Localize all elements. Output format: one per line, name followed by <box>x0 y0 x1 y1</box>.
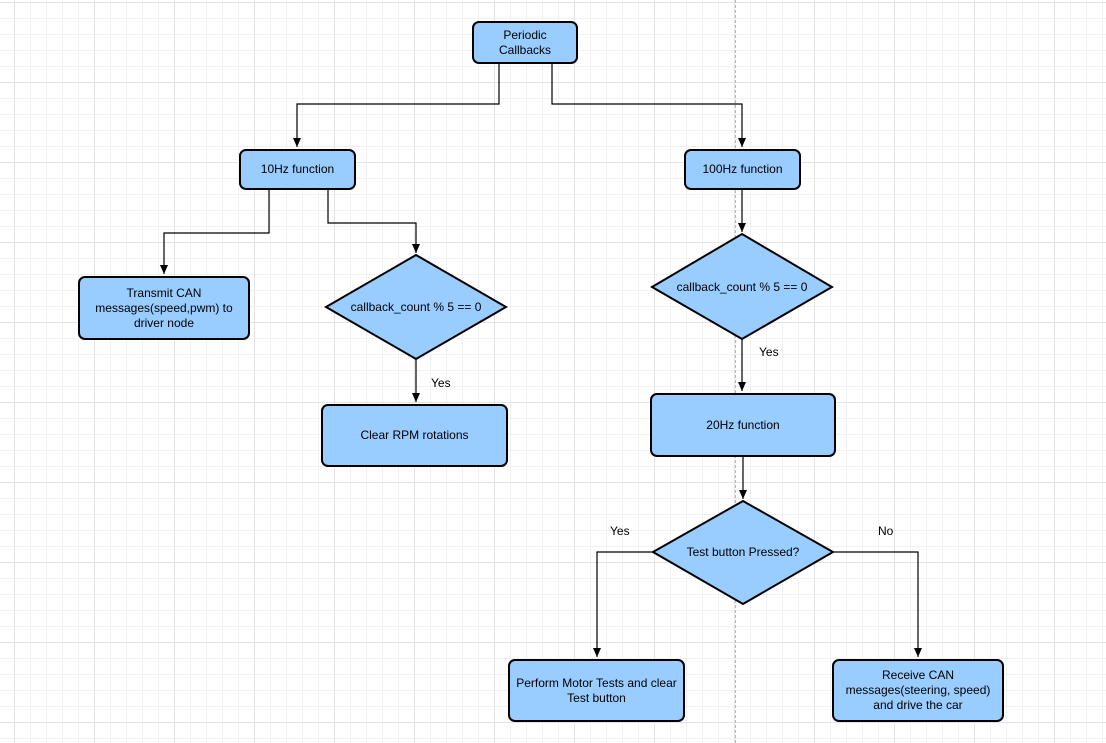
motor-tests-node[interactable]: Perform Motor Tests and clear Test butto… <box>508 659 685 722</box>
edge-10hz-to-decision <box>327 190 420 253</box>
100hz-function-node[interactable]: 100Hz function <box>684 149 801 190</box>
edge-label-no-test: No <box>878 524 894 538</box>
receive-can-node[interactable]: Receive CAN messages(steering, speed) an… <box>832 659 1004 722</box>
edge-periodic-to-10hz <box>293 64 500 147</box>
edge-10hz-to-transmit <box>160 190 270 274</box>
edge-periodic-to-100hz <box>551 64 746 147</box>
edge-test-no-to-receive <box>833 551 922 657</box>
edge-label-yes-20hz: Yes <box>759 345 779 359</box>
20hz-function-node[interactable]: 20Hz function <box>650 393 836 457</box>
edge-label-yes-clear-rpm: Yes <box>431 376 451 390</box>
edge-label-yes-test: Yes <box>610 524 630 538</box>
clear-rpm-node[interactable]: Clear RPM rotations <box>321 404 508 467</box>
periodic-callbacks-node[interactable]: Periodic Callbacks <box>472 21 578 64</box>
decision-10hz-label: callback_count % 5 == 0 <box>350 300 482 314</box>
test-button-decision-label: Test button Pressed? <box>686 545 800 559</box>
page-break-line <box>735 0 736 743</box>
decision-diamond-test-button[interactable] <box>650 499 836 606</box>
10hz-function-node[interactable]: 10Hz function <box>239 149 356 190</box>
edge-test-yes-to-motor-tests <box>593 551 653 657</box>
transmit-can-node[interactable]: Transmit CAN messages(speed,pwm) to driv… <box>78 276 250 340</box>
decision-100hz-label: callback_count % 5 == 0 <box>676 280 808 294</box>
